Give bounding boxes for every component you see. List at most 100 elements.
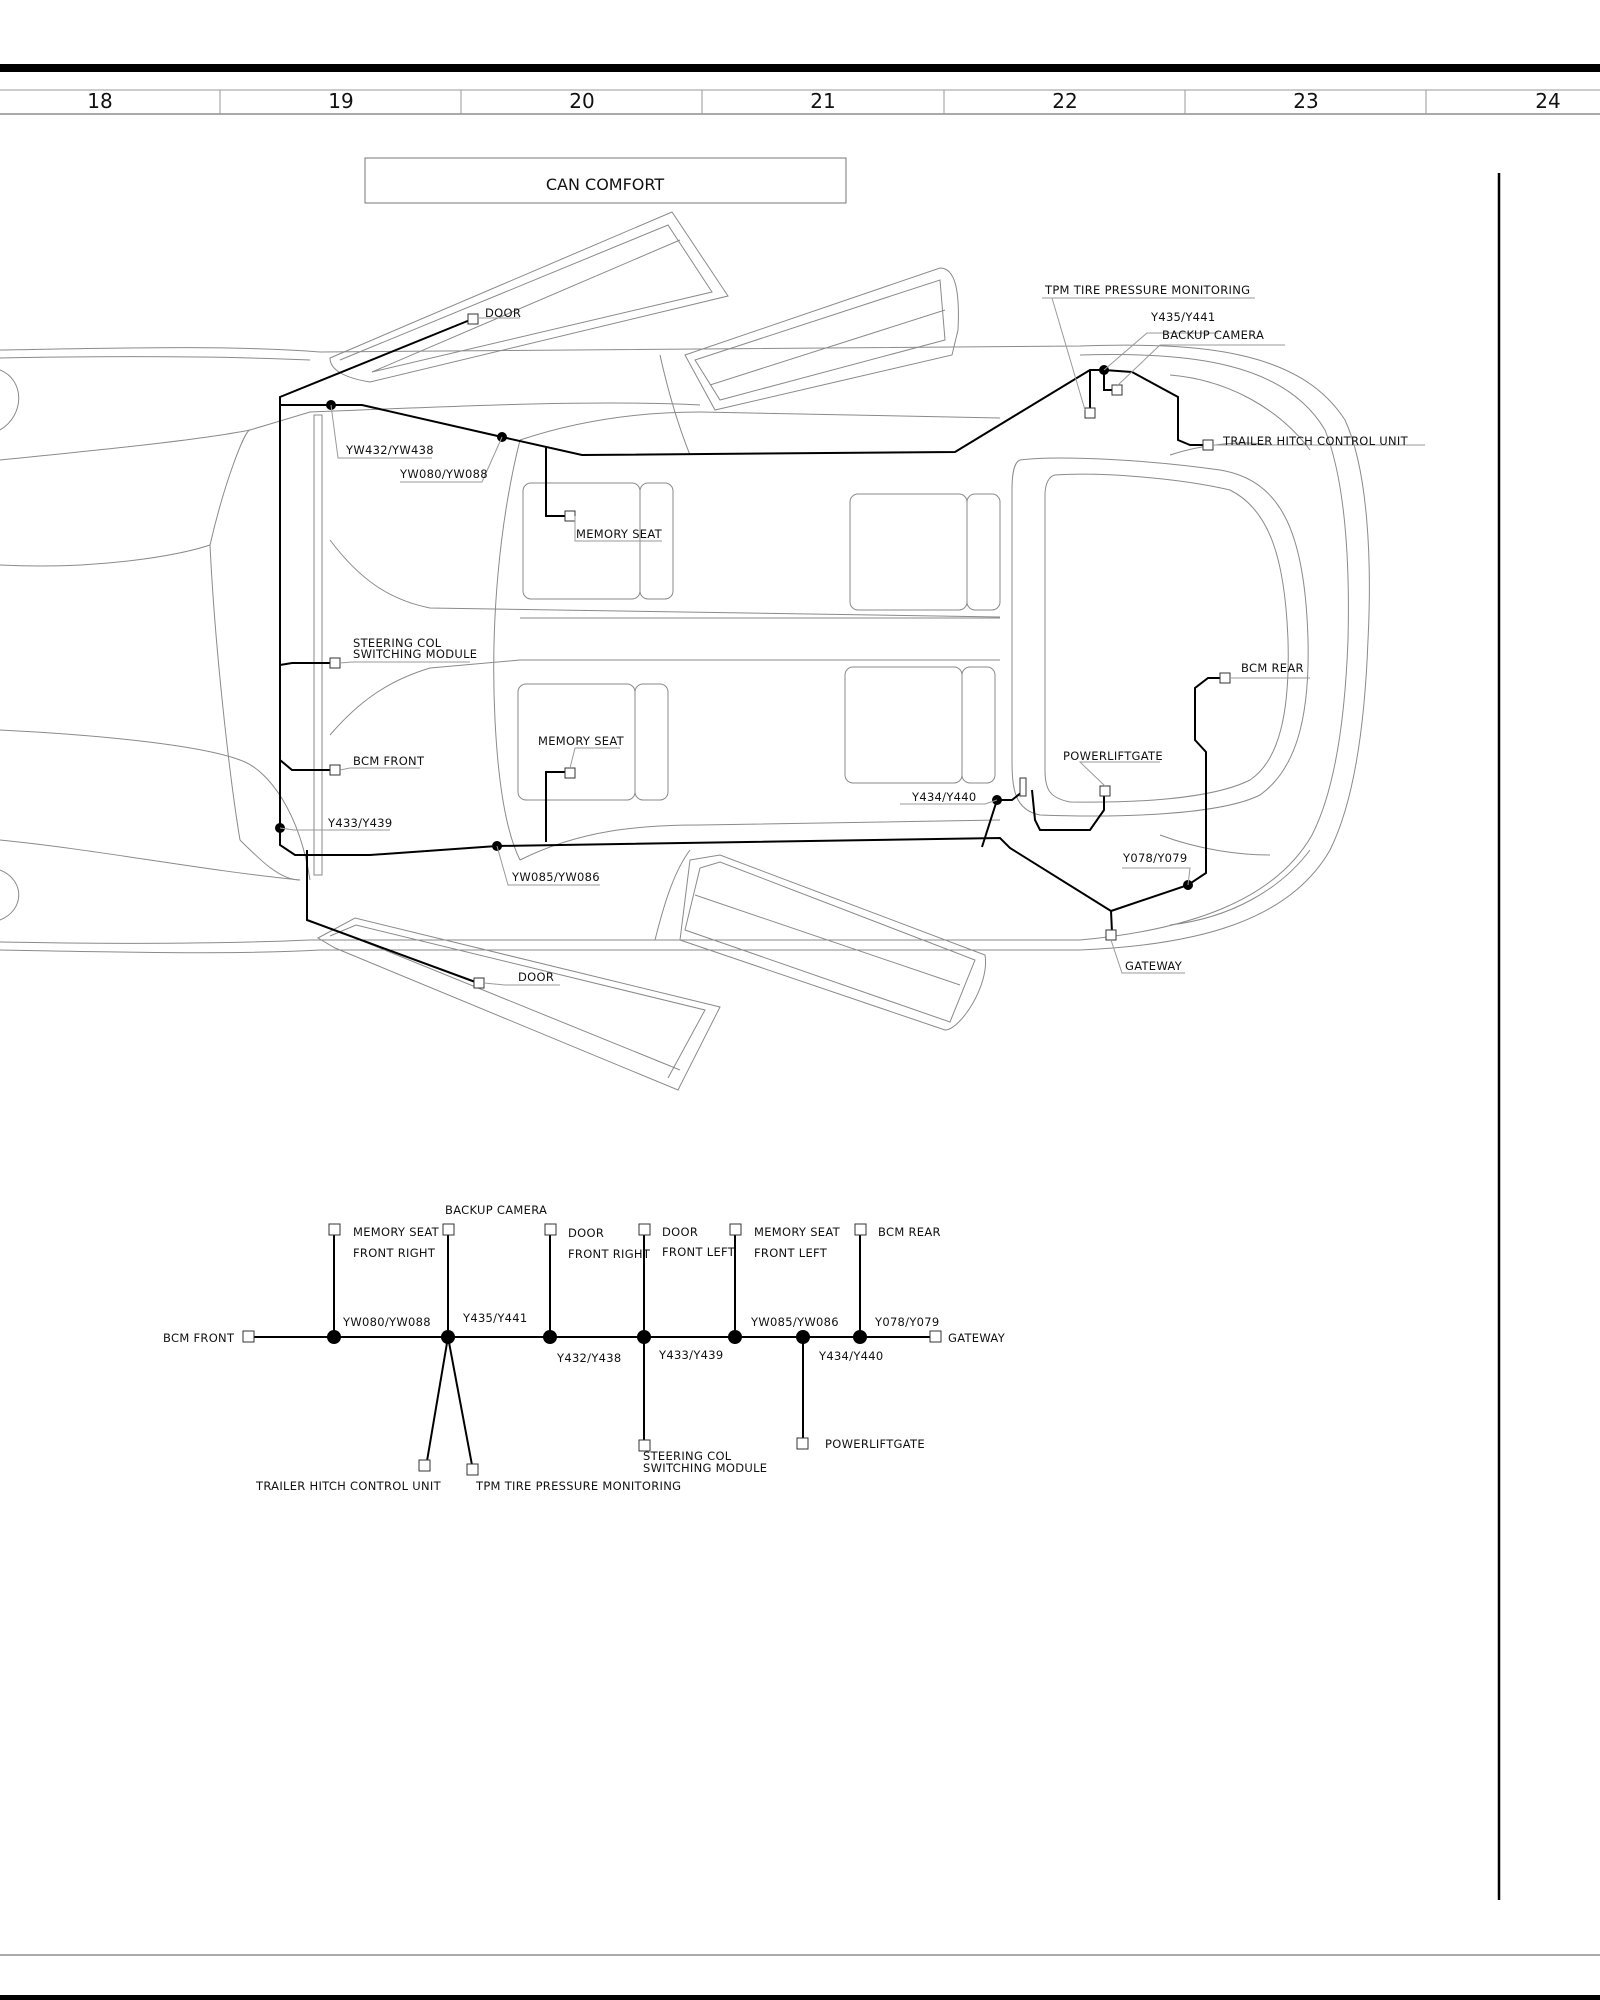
rear-door-upper-inner <box>694 279 946 401</box>
schematic-label-powerliftgate: POWERLIFTGATE <box>825 1437 925 1451</box>
front-bumper-lower <box>0 869 20 921</box>
column-number-21: 21 <box>810 89 835 113</box>
windshield <box>493 439 521 861</box>
schematic-label-y434: Y434/Y440 <box>818 1349 884 1363</box>
label-y434-y440: Y434/Y440 <box>911 790 977 804</box>
schematic-splice-y078 <box>853 1330 867 1344</box>
memory-seat-upper-connector <box>564 510 576 522</box>
schematic-splice-y434 <box>796 1330 810 1344</box>
rear-door-lower-inner <box>684 861 976 1023</box>
label-bcm-front: BCM FRONT <box>353 754 425 768</box>
door-rear-connector <box>473 977 485 989</box>
front-door-lower-inner <box>329 924 706 1079</box>
bcm-rear-connector <box>1219 672 1231 684</box>
rear-door-lower <box>679 854 986 1031</box>
schematic-label-memory-seat-fr-2: FRONT RIGHT <box>353 1246 436 1260</box>
schematic-label-y432: Y432/Y438 <box>556 1351 622 1365</box>
front-door-upper-inner <box>339 224 713 373</box>
rear-seat-left-back <box>961 666 996 784</box>
diagram-title-box: CAN COMFORT <box>364 157 847 204</box>
schematic-trailer-hitch-connector <box>418 1459 431 1472</box>
b-pillars <box>654 354 691 941</box>
label-memory-seat-upper: MEMORY SEAT <box>576 527 663 541</box>
label-powerliftgate: POWERLIFTGATE <box>1063 749 1163 763</box>
front-seat-left-back <box>634 683 669 801</box>
fender-left <box>209 429 301 881</box>
schematic-label-yw080: YW080/YW088 <box>342 1315 431 1329</box>
vehicle-outline <box>0 211 1370 1091</box>
schematic-tpm-connector <box>466 1463 479 1476</box>
rear-door-upper <box>684 267 959 411</box>
bottom-thick-rule <box>0 1995 1600 2000</box>
schematic-label-y435: Y435/Y441 <box>462 1311 528 1325</box>
hood-line-lower <box>0 839 301 881</box>
schematic-splice-y432 <box>543 1330 557 1344</box>
schematic-label-trailer-hitch: TRAILER HITCH CONTROL UNIT <box>255 1479 442 1493</box>
label-door-rear: DOOR <box>518 970 554 984</box>
schematic-splice-y435 <box>441 1330 455 1344</box>
schematic-bcm-front-connector <box>242 1330 255 1343</box>
label-yw080-yw088: YW080/YW088 <box>399 467 488 481</box>
vehicle-labels: DOOR TPM TIRE PRESSURE MONITORING Y435/Y… <box>327 283 1409 984</box>
label-trailer-hitch: TRAILER HITCH CONTROL UNIT <box>1222 434 1409 448</box>
schematic-memory-seat-fl-connector <box>729 1223 742 1236</box>
label-backup-camera: BACKUP CAMERA <box>1162 328 1264 342</box>
memory-seat-lower-connector <box>564 767 576 779</box>
schematic-label-y433: Y433/Y439 <box>658 1348 724 1362</box>
schematic-bcm-rear-connector <box>854 1223 867 1236</box>
schematic-door-fr-connector <box>544 1223 557 1236</box>
schematic-gateway-connector <box>929 1330 942 1343</box>
tpm-connector <box>1084 407 1096 419</box>
label-y078-y079: Y078/Y079 <box>1122 851 1188 865</box>
label-bcm-rear: BCM REAR <box>1241 661 1304 675</box>
cargo-area-outer <box>1011 457 1309 817</box>
column-number-24: 24 <box>1535 89 1560 113</box>
harness-memory-seat-upper <box>545 446 570 517</box>
schematic-steering-col-connector <box>638 1439 651 1452</box>
dash-line-upper <box>329 539 1001 618</box>
front-door-upper <box>329 211 729 383</box>
label-y433-y439: Y433/Y439 <box>327 816 393 830</box>
schematic-label-memory-seat-fl-1: MEMORY SEAT <box>754 1225 841 1239</box>
label-steering-col-1: STEERING COL <box>353 636 442 650</box>
column-ruler: 18 19 20 21 22 23 24 <box>0 64 1600 115</box>
front-bumper-upper <box>0 369 20 431</box>
schematic-label-steering-col-2: SWITCHING MODULE <box>643 1461 767 1475</box>
label-memory-seat-lower: MEMORY SEAT <box>538 734 625 748</box>
bcm-front-connector <box>329 764 341 776</box>
schematic-label-door-fl-2: FRONT LEFT <box>662 1245 736 1259</box>
schematic-powerliftgate-connector <box>796 1437 809 1450</box>
top-thick-rule <box>0 64 1600 72</box>
column-number-22: 22 <box>1052 89 1077 113</box>
schematic-label-steering-col-1: STEERING COL <box>643 1449 732 1463</box>
steering-col-connector <box>329 657 341 669</box>
label-steering-col-2: SWITCHING MODULE <box>353 647 477 661</box>
powerliftgate-inline-connector <box>1019 777 1027 797</box>
diagram-title: CAN COMFORT <box>546 175 664 194</box>
schematic-door-fl-connector <box>638 1223 651 1236</box>
label-yw432-yw438: YW432/YW438 <box>345 443 434 457</box>
label-tpm: TPM TIRE PRESSURE MONITORING <box>1044 283 1250 297</box>
schematic-label-bcm-front: BCM FRONT <box>163 1331 235 1345</box>
column-number-19: 19 <box>328 89 353 113</box>
harness-steering-col <box>279 662 335 666</box>
tailgate-lines <box>1159 374 1311 926</box>
label-yw085-yw086: YW085/YW086 <box>511 870 600 884</box>
rear-seat-left <box>844 666 963 784</box>
powerliftgate-connector <box>1099 785 1111 797</box>
schematic-backup-camera-connector <box>442 1223 455 1236</box>
cargo-area-inner <box>1044 473 1289 803</box>
schematic-label-backup-camera: BACKUP CAMERA <box>445 1203 547 1217</box>
body-inner-outline <box>0 354 1349 944</box>
schematic-label-bcm-rear: BCM REAR <box>878 1225 941 1239</box>
cabin-boundary <box>519 411 1001 861</box>
hood-lines <box>0 402 701 881</box>
label-y435-y441: Y435/Y441 <box>1150 310 1216 324</box>
harness-bcm-front <box>279 759 330 771</box>
column-number-20: 20 <box>569 89 594 113</box>
label-gateway: GATEWAY <box>1125 959 1183 973</box>
gateway-connector <box>1105 929 1117 941</box>
schematic-label-memory-seat-fr-1: MEMORY SEAT <box>353 1225 440 1239</box>
